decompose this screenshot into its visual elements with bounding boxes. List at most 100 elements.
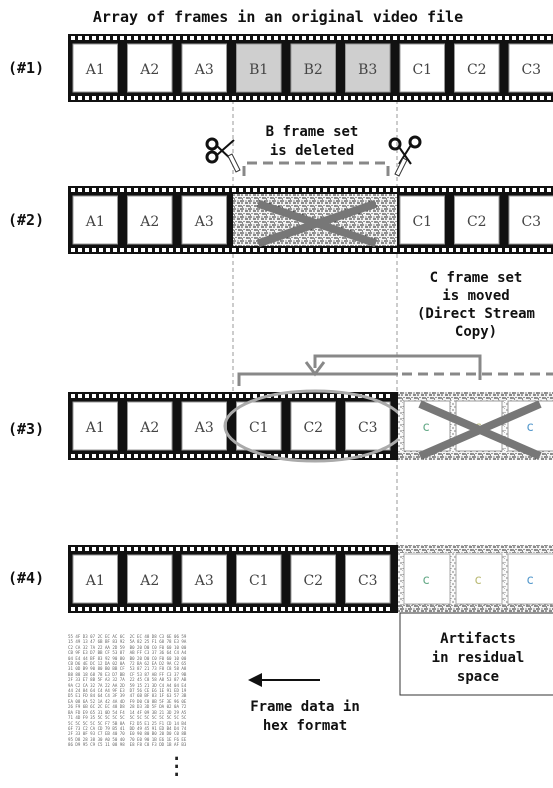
c-moved-line1: C frame set	[430, 270, 523, 286]
sprocket-hole	[330, 394, 334, 398]
sprocket-hole	[547, 188, 551, 192]
sprocket-hole	[260, 607, 264, 611]
sprocket-hole	[134, 36, 138, 40]
sprocket-hole	[526, 36, 530, 40]
sprocket-hole	[169, 547, 173, 551]
sprocket-hole	[498, 96, 502, 100]
sprocket-hole	[330, 248, 334, 252]
sprocket-hole	[71, 607, 75, 611]
sprocket-hole	[281, 607, 285, 611]
sprocket-hole	[176, 547, 180, 551]
sprocket-hole	[323, 607, 327, 611]
sprocket-hole	[288, 607, 292, 611]
sprocket-hole	[358, 547, 362, 551]
sprocket-hole	[92, 248, 96, 252]
svg-text:c: c	[422, 573, 430, 588]
sprocket-hole	[540, 36, 544, 40]
sprocket-hole	[106, 454, 110, 458]
sprocket-hole	[239, 248, 243, 252]
sprocket-hole	[127, 248, 131, 252]
sprocket-hole	[449, 96, 453, 100]
svg-text:c: c	[474, 573, 482, 588]
sprocket-hole	[316, 454, 320, 458]
sprocket-hole	[78, 547, 82, 551]
sprocket-hole	[176, 188, 180, 192]
sprocket-hole	[372, 248, 376, 252]
sprocket-hole	[260, 248, 264, 252]
sprocket-hole	[155, 547, 159, 551]
sprocket-hole	[414, 188, 418, 192]
sprocket-hole	[190, 96, 194, 100]
sprocket-hole	[449, 248, 453, 252]
sprocket-hole	[533, 96, 537, 100]
sprocket-hole	[148, 248, 152, 252]
sprocket-hole	[267, 607, 271, 611]
sprocket-hole	[127, 394, 131, 398]
sprocket-hole	[274, 188, 278, 192]
sprocket-hole	[379, 394, 383, 398]
sprocket-hole	[85, 36, 89, 40]
b-deleted-line1: B frame set	[266, 124, 359, 140]
sprocket-hole	[351, 547, 355, 551]
sprocket-hole	[435, 188, 439, 192]
sprocket-hole	[190, 547, 194, 551]
sprocket-hole	[470, 36, 474, 40]
sprocket-hole	[78, 394, 82, 398]
sprocket-hole	[505, 188, 509, 192]
sprocket-hole	[463, 36, 467, 40]
sprocket-hole	[239, 454, 243, 458]
sprocket-hole	[330, 607, 334, 611]
b-deleted-bracket	[244, 163, 388, 176]
hex-label-line1: Frame data in	[250, 699, 360, 715]
sprocket-hole	[211, 394, 215, 398]
sprocket-hole	[127, 547, 131, 551]
sprocket-hole	[295, 248, 299, 252]
sprocket-hole	[491, 188, 495, 192]
sprocket-hole	[162, 607, 166, 611]
sprocket-hole	[141, 394, 145, 398]
sprocket-hole	[253, 248, 257, 252]
sprocket-hole	[309, 36, 313, 40]
sprocket-hole	[484, 96, 488, 100]
sprocket-hole	[106, 96, 110, 100]
sprocket-hole	[253, 547, 257, 551]
diagram-title: Array of frames in an original video fil…	[93, 8, 463, 26]
sprocket-hole	[134, 394, 138, 398]
sprocket-hole	[120, 248, 124, 252]
sprocket-hole	[92, 36, 96, 40]
sprocket-hole	[78, 248, 82, 252]
sprocket-hole	[337, 547, 341, 551]
sprocket-hole	[267, 36, 271, 40]
sprocket-hole	[288, 36, 292, 40]
sprocket-hole	[372, 394, 376, 398]
sprocket-hole	[232, 547, 236, 551]
sprocket-hole	[183, 188, 187, 192]
sprocket-hole	[302, 607, 306, 611]
sprocket-hole	[120, 394, 124, 398]
sprocket-hole	[85, 188, 89, 192]
sprocket-hole	[176, 607, 180, 611]
sprocket-hole	[113, 547, 117, 551]
sprocket-hole	[274, 96, 278, 100]
sprocket-hole	[295, 454, 299, 458]
sprocket-hole	[190, 248, 194, 252]
sprocket-hole	[386, 607, 390, 611]
sprocket-hole	[183, 607, 187, 611]
sprocket-hole	[176, 248, 180, 252]
sprocket-hole	[99, 96, 103, 100]
sprocket-hole	[141, 188, 145, 192]
frame-label: A1	[85, 420, 105, 436]
sprocket-hole	[533, 36, 537, 40]
sprocket-hole	[435, 96, 439, 100]
sprocket-hole	[218, 96, 222, 100]
residual-c-block-3: c c c	[398, 392, 553, 460]
sprocket-hole	[232, 96, 236, 100]
sprocket-hole	[281, 248, 285, 252]
sprocket-hole	[491, 36, 495, 40]
row-label-1: (#1)	[8, 59, 44, 77]
sprocket-hole	[330, 547, 334, 551]
sprocket-hole	[330, 454, 334, 458]
sprocket-hole	[169, 454, 173, 458]
sprocket-hole	[414, 96, 418, 100]
sprocket-hole	[267, 96, 271, 100]
